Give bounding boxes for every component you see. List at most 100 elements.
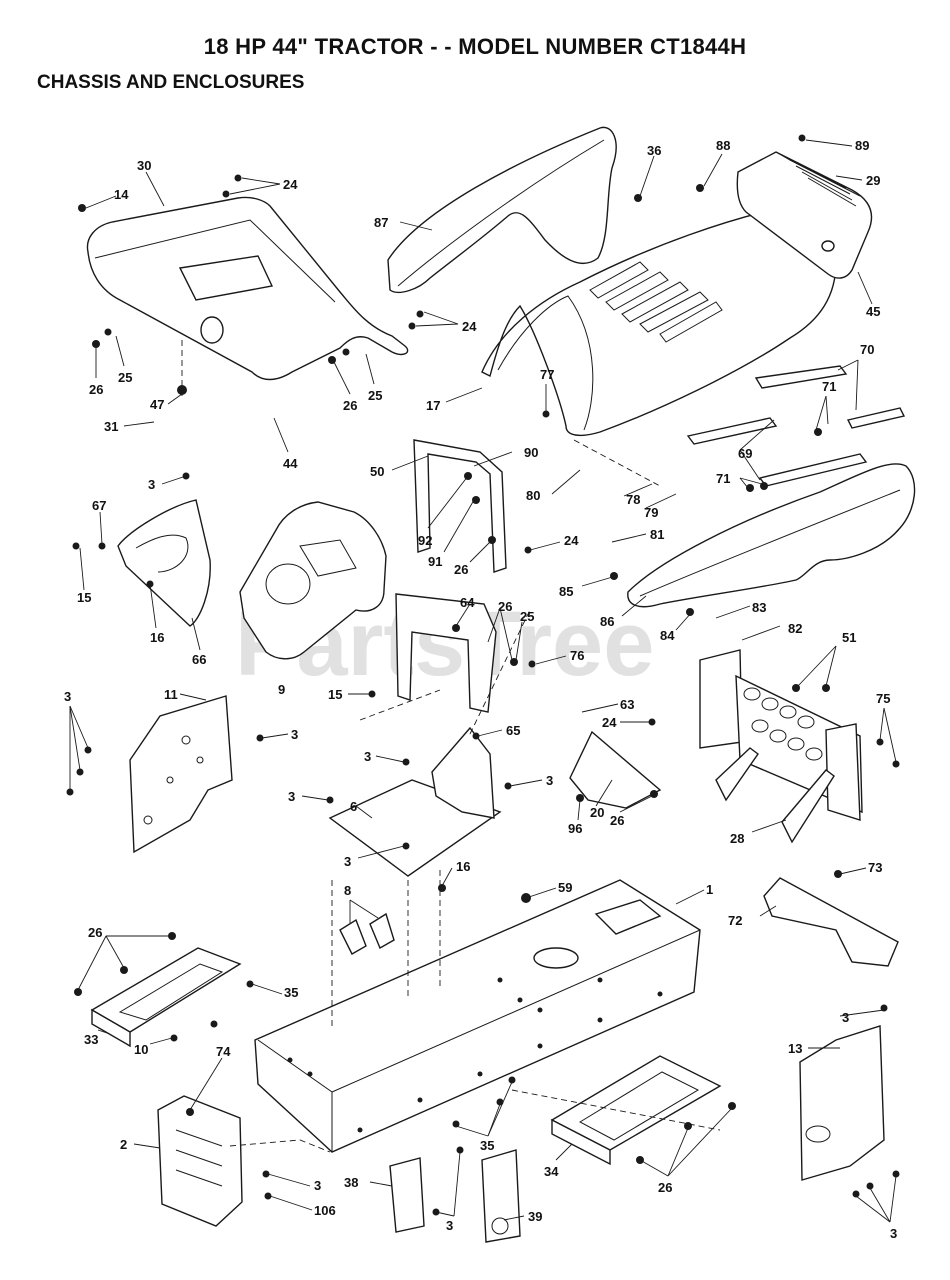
callout-24: 24 bbox=[283, 177, 298, 192]
callout-73: 73 bbox=[868, 860, 882, 875]
callout-66: 66 bbox=[192, 652, 206, 667]
part-bracket-72 bbox=[763, 877, 899, 967]
callout-29: 29 bbox=[866, 173, 880, 188]
callout-92: 92 bbox=[418, 533, 432, 548]
callout-83: 83 bbox=[752, 600, 766, 615]
callout-81: 81 bbox=[650, 527, 664, 542]
callout-1: 1 bbox=[706, 882, 713, 897]
callout-106: 106 bbox=[314, 1203, 336, 1218]
callout-26: 26 bbox=[88, 925, 102, 940]
callout-70: 70 bbox=[860, 342, 874, 357]
section-title: CHASSIS AND ENCLOSURES bbox=[37, 72, 305, 93]
callout-3: 3 bbox=[842, 1010, 849, 1025]
callout-71: 71 bbox=[716, 471, 730, 486]
part-floor-plate bbox=[328, 726, 502, 877]
callout-13: 13 bbox=[788, 1041, 802, 1056]
part-rear-panel-right bbox=[799, 1025, 885, 1181]
callout-34: 34 bbox=[544, 1164, 559, 1179]
callout-72: 72 bbox=[728, 913, 742, 928]
leader-lines bbox=[69, 139, 897, 1223]
part-dash-console bbox=[239, 501, 387, 660]
part-side-panel-left bbox=[129, 695, 233, 854]
callout-25: 25 bbox=[118, 370, 132, 385]
part-brackets-38-39 bbox=[389, 1149, 521, 1243]
part-hood-brackets bbox=[686, 365, 906, 487]
assembly-lines bbox=[181, 340, 721, 1153]
callout-3: 3 bbox=[546, 773, 553, 788]
callout-3: 3 bbox=[148, 477, 155, 492]
callout-64: 64 bbox=[460, 595, 475, 610]
callout-labels: 30 14 24 87 36 88 89 29 45 24 26 25 26 2… bbox=[64, 138, 897, 1241]
part-pedal-bracket bbox=[569, 730, 662, 809]
callout-15: 15 bbox=[77, 590, 91, 605]
callout-9: 9 bbox=[278, 682, 285, 697]
callout-39: 39 bbox=[528, 1209, 542, 1224]
callout-36: 36 bbox=[647, 143, 661, 158]
callout-96: 96 bbox=[568, 821, 582, 836]
callout-69: 69 bbox=[738, 446, 752, 461]
callout-44: 44 bbox=[283, 456, 298, 471]
callout-86: 86 bbox=[600, 614, 614, 629]
callout-16: 16 bbox=[150, 630, 164, 645]
part-heat-shield bbox=[117, 499, 211, 627]
callout-65: 65 bbox=[506, 723, 520, 738]
callout-63: 63 bbox=[620, 697, 634, 712]
callout-74: 74 bbox=[216, 1044, 231, 1059]
callout-25: 25 bbox=[520, 609, 534, 624]
callout-6: 6 bbox=[350, 799, 357, 814]
callout-3: 3 bbox=[288, 789, 295, 804]
callout-31: 31 bbox=[104, 419, 118, 434]
callout-75: 75 bbox=[876, 691, 890, 706]
callout-3: 3 bbox=[64, 689, 71, 704]
callout-33: 33 bbox=[84, 1032, 98, 1047]
callout-76: 76 bbox=[570, 648, 584, 663]
callout-14: 14 bbox=[114, 187, 129, 202]
callout-89: 89 bbox=[855, 138, 869, 153]
callout-77: 77 bbox=[540, 367, 554, 382]
callout-59: 59 bbox=[558, 880, 572, 895]
page-title: 18 HP 44" TRACTOR - - MODEL NUMBER CT184… bbox=[203, 34, 747, 59]
callout-26: 26 bbox=[89, 382, 103, 397]
callout-11: 11 bbox=[164, 687, 178, 702]
callout-45: 45 bbox=[866, 304, 880, 319]
callout-47: 47 bbox=[150, 397, 164, 412]
part-dash-panel bbox=[86, 196, 409, 381]
part-hood-side-right bbox=[627, 463, 916, 608]
callout-26: 26 bbox=[610, 813, 624, 828]
callout-28: 28 bbox=[730, 831, 744, 846]
callout-15: 15 bbox=[328, 687, 342, 702]
callout-3: 3 bbox=[446, 1218, 453, 1233]
callout-85: 85 bbox=[559, 584, 573, 599]
callout-3: 3 bbox=[364, 749, 371, 764]
callout-3: 3 bbox=[314, 1178, 321, 1193]
callout-79: 79 bbox=[644, 505, 658, 520]
callout-82: 82 bbox=[788, 621, 802, 636]
callout-20: 20 bbox=[590, 805, 604, 820]
callout-35: 35 bbox=[284, 985, 298, 1000]
callout-50: 50 bbox=[370, 464, 384, 479]
callout-3: 3 bbox=[890, 1226, 897, 1241]
callout-88: 88 bbox=[716, 138, 730, 153]
callout-24: 24 bbox=[564, 533, 579, 548]
part-clips bbox=[339, 912, 395, 955]
callout-90: 90 bbox=[524, 445, 538, 460]
callout-8: 8 bbox=[344, 883, 351, 898]
callout-80: 80 bbox=[526, 488, 540, 503]
part-footrest-right bbox=[550, 1055, 722, 1166]
callout-24: 24 bbox=[602, 715, 617, 730]
callout-26: 26 bbox=[658, 1180, 672, 1195]
part-tank-support bbox=[395, 593, 497, 713]
callout-51: 51 bbox=[842, 630, 856, 645]
callout-26: 26 bbox=[498, 599, 512, 614]
callout-17: 17 bbox=[426, 398, 440, 413]
part-front-frame bbox=[699, 649, 863, 844]
callout-67: 67 bbox=[92, 498, 106, 513]
callout-38: 38 bbox=[344, 1175, 358, 1190]
part-rear-panel-left bbox=[157, 1095, 243, 1227]
callout-35: 35 bbox=[480, 1138, 494, 1153]
callout-30: 30 bbox=[137, 158, 151, 173]
callout-25: 25 bbox=[368, 388, 382, 403]
part-hood bbox=[481, 205, 837, 437]
callout-10: 10 bbox=[134, 1042, 148, 1057]
